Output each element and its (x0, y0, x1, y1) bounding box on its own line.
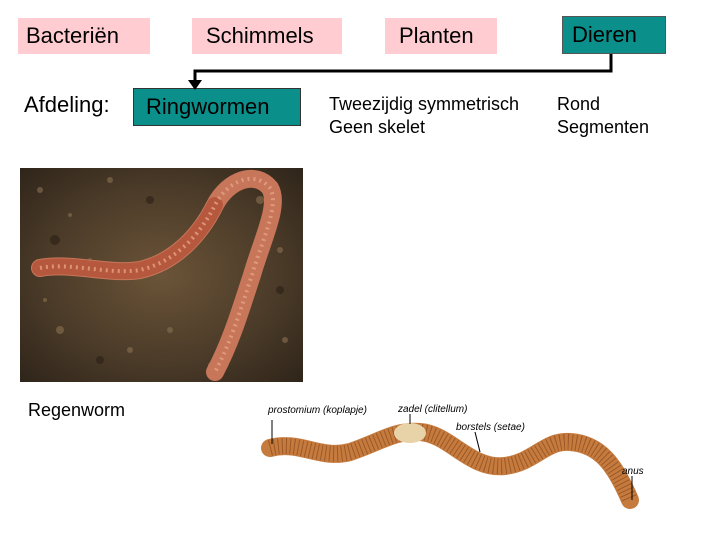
label-anus: anus (622, 466, 644, 477)
trait-segments: Segmenten (557, 117, 650, 137)
trait-shape: Rond (557, 94, 601, 114)
kingdom-plants-label: Planten (399, 23, 474, 48)
division-box: Ringwormen (133, 88, 301, 126)
kingdom-bacteria-label: Bacteriën (26, 23, 119, 48)
kingdom-fungi: Schimmels (192, 18, 342, 54)
kingdom-animals: Dieren (562, 16, 666, 54)
photo-caption: Regenworm (28, 400, 126, 420)
kingdom-fungi-label: Schimmels (206, 23, 314, 48)
label-setae: borstels (setae) (456, 422, 525, 433)
label-clitellum: zadel (clitellum) (398, 404, 468, 415)
trait-symmetry: Tweezijdig symmetrisch (329, 94, 520, 114)
kingdom-animals-label: Dieren (572, 22, 637, 47)
trait-skeleton: Geen skelet (329, 117, 426, 137)
label-prostomium: prostomium (koplapje) (268, 405, 367, 416)
kingdom-plants: Planten (385, 18, 497, 54)
division-value: Ringwormen (146, 94, 270, 119)
kingdom-bacteria: Bacteriën (18, 18, 150, 54)
arrowhead-icon (188, 80, 202, 90)
division-label: Afdeling: (24, 92, 110, 117)
